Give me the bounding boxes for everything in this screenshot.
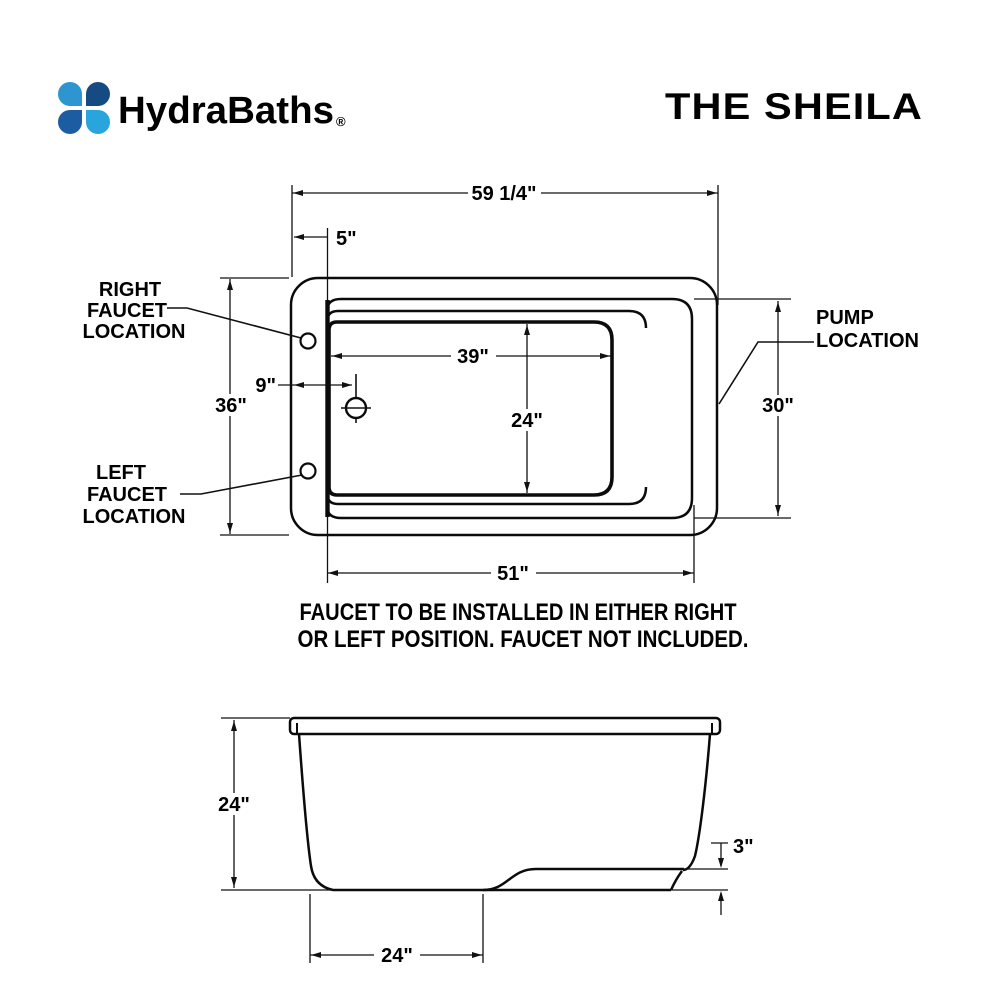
dim-base-step-label: 3" <box>733 836 754 858</box>
brand-wordmark: HydraBaths <box>118 90 334 132</box>
dim-overall-width: 59 1/4" <box>291 182 719 305</box>
logo-petal-bottom-right <box>86 110 110 134</box>
right-faucet-leader <box>167 307 302 339</box>
dim-flat-bottom-label: 24" <box>381 945 413 967</box>
registered-mark-icon: ® <box>336 114 346 129</box>
tub-rim-contour-top <box>325 309 648 329</box>
pump-line1: PUMP <box>816 307 874 329</box>
dim-pump-end-depth-label: 30" <box>762 395 794 417</box>
pump-location-label: PUMP LOCATION <box>816 307 919 352</box>
right-faucet-line2: FAUCET <box>87 300 167 322</box>
dim-faucet-deck-label: 5" <box>336 228 357 250</box>
side-view: 24" 24" 3" <box>211 716 754 967</box>
top-view: 59 1/4" 5" 36" 9" <box>83 182 919 585</box>
hydrabaths-logo: HydraBaths ® <box>58 82 346 134</box>
left-faucet-line1: LEFT <box>96 462 146 484</box>
side-bottom-step <box>482 867 684 892</box>
dim-side-height-label: 24" <box>218 794 250 816</box>
dim-pump-end-depth: 30" <box>694 298 800 519</box>
left-faucet-leader <box>180 474 303 495</box>
logo-petal-top-right <box>86 82 110 106</box>
side-left-wall-and-floor <box>297 733 671 892</box>
faucet-note-line2: OR LEFT POSITION. FAUCET NOT INCLUDED. <box>298 626 749 653</box>
right-faucet-hole-icon <box>299 332 317 350</box>
logo-petal-bottom-left <box>58 110 82 134</box>
dim-deck-to-end-label: 51" <box>497 563 529 585</box>
side-base-edge <box>669 870 684 891</box>
dim-basin-width-label: 24" <box>511 410 543 432</box>
dim-side-height: 24" <box>211 717 333 891</box>
pump-line2: LOCATION <box>816 330 919 352</box>
model-title: THE SHEILA <box>665 86 923 127</box>
dim-drain-offset-label: 9" <box>255 375 276 397</box>
faucet-note: FAUCET TO BE INSTALLED IN EITHER RIGHT O… <box>298 599 749 653</box>
dim-basin-length: 39" <box>331 345 611 368</box>
dim-drain-offset: 9" <box>255 375 352 397</box>
tub-outer-edge <box>289 276 719 537</box>
dim-overall-width-label: 59 1/4" <box>471 183 536 205</box>
dim-base-step: 3" <box>711 836 754 915</box>
left-faucet-line3: LOCATION <box>83 506 186 528</box>
pump-leader <box>718 341 814 405</box>
side-right-wall <box>682 733 712 872</box>
left-faucet-line2: FAUCET <box>87 484 167 506</box>
side-rim-bar <box>288 716 722 736</box>
dim-overall-depth-label: 36" <box>215 395 247 417</box>
tub-inner-rim <box>325 297 694 520</box>
right-faucet-location-label: RIGHT FAUCET LOCATION <box>83 279 186 343</box>
dim-basin-length-label: 39" <box>457 346 489 368</box>
left-faucet-location-label: LEFT FAUCET LOCATION <box>83 462 186 528</box>
dim-overall-depth: 36" <box>211 277 289 536</box>
logo-petal-top-left <box>58 82 82 106</box>
right-faucet-line3: LOCATION <box>83 321 186 343</box>
faucet-note-line1: FAUCET TO BE INSTALLED IN EITHER RIGHT <box>300 599 737 626</box>
dim-flat-bottom: 24" <box>309 894 484 967</box>
drain-symbol-icon <box>341 374 371 423</box>
dim-faucet-deck: 5" <box>294 228 357 250</box>
dim-basin-width: 24" <box>504 324 550 493</box>
dim-deck-to-end: 51" <box>327 505 695 585</box>
right-faucet-line1: RIGHT <box>99 279 161 301</box>
left-faucet-hole-icon <box>299 462 317 480</box>
